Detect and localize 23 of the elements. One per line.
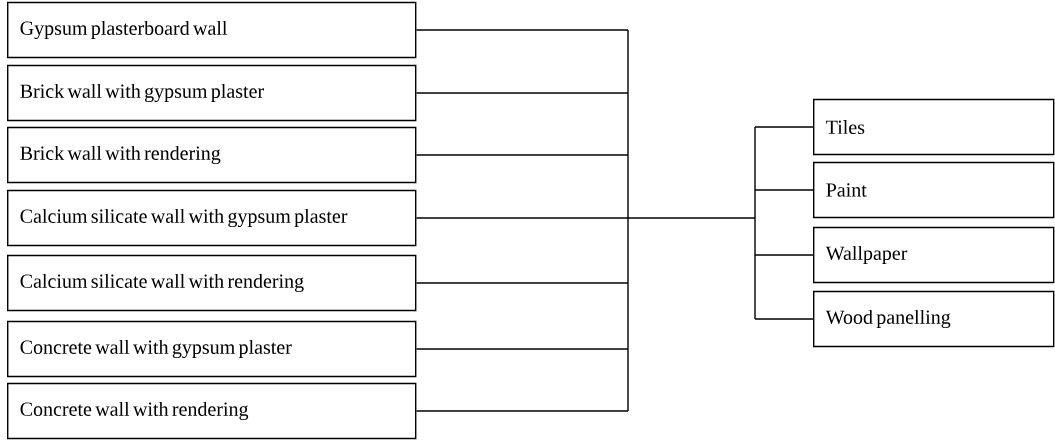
category-box: Brick wall with rendering xyxy=(7,126,417,184)
connector-line xyxy=(627,29,756,412)
connector-line xyxy=(415,29,629,31)
category-box: Concrete wall with gypsum plaster xyxy=(7,320,417,378)
connector-line xyxy=(754,254,814,256)
category-box: Wood panelling xyxy=(813,290,1055,348)
category-box: Gypsum plasterboard wall xyxy=(7,1,417,59)
category-box: Concrete wall with rendering xyxy=(7,382,417,440)
connector-line xyxy=(754,318,814,320)
connector-line xyxy=(415,348,629,350)
connector-line xyxy=(415,217,629,219)
connector-line xyxy=(415,92,629,94)
connector-line xyxy=(415,410,629,412)
category-box: Paint xyxy=(813,161,1055,219)
category-box: Wallpaper xyxy=(813,226,1055,284)
connector-line xyxy=(754,126,814,128)
category-box: Calcium silicate wall with gypsum plaster xyxy=(7,189,417,247)
connector-line xyxy=(415,154,629,156)
category-box: Calcium silicate wall with rendering xyxy=(7,254,417,312)
connector-line xyxy=(754,189,814,191)
category-box: Tiles xyxy=(813,98,1055,156)
category-box: Brick wall with gypsum plaster xyxy=(7,64,417,122)
connector-line xyxy=(415,282,629,284)
